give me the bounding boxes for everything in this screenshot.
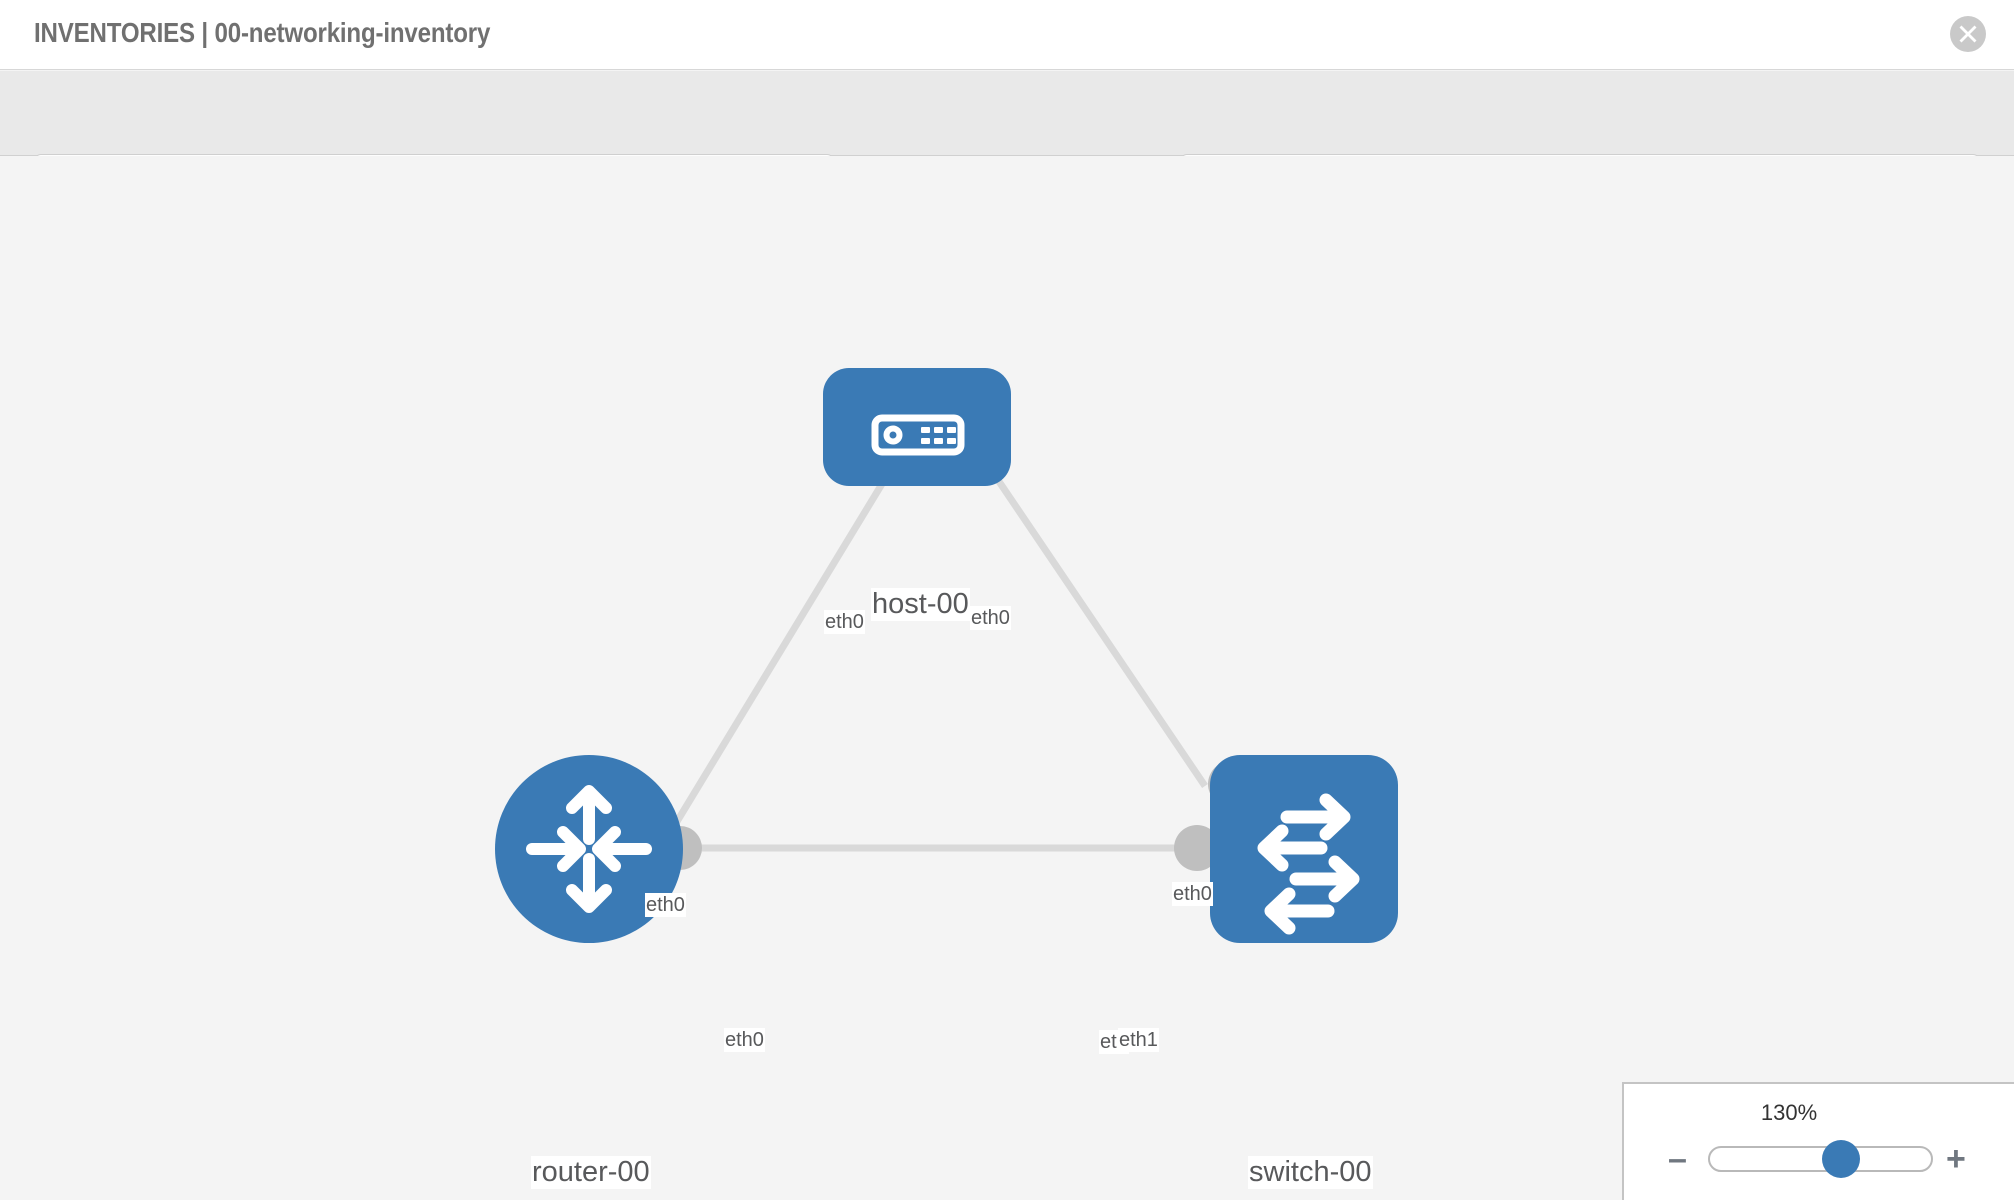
node-router-00 (495, 755, 683, 943)
connector-switch-left (1174, 825, 1220, 871)
node-label-host-00: host-00 (871, 588, 970, 621)
zoom-in-button[interactable]: + (1946, 1140, 1966, 1178)
close-icon[interactable] (1950, 16, 1986, 52)
router-arrows-icon (526, 785, 652, 913)
switch-arrows-icon (1257, 793, 1360, 935)
node-label-router-00: router-00 (531, 1156, 651, 1189)
node-switch-00 (1210, 755, 1398, 943)
zoom-slider-handle[interactable] (1822, 1140, 1861, 1178)
iface-label-router-eth0: eth0 (724, 1028, 765, 1052)
page-header: INVENTORIES | 00-networking-inventory (0, 0, 2014, 70)
zoom-out-button[interactable]: – (1668, 1140, 1687, 1178)
server-device-icon (871, 414, 965, 456)
iface-label-switch-uplink: eth0 (1172, 882, 1213, 906)
topology-canvas[interactable]: host-00 router-00 switch-00 eth0 eth0 et… (0, 156, 2014, 1200)
iface-label-host-left: eth0 (824, 610, 865, 634)
zoom-slider-track[interactable] (1708, 1146, 1933, 1172)
iface-label-router-uplink: eth0 (645, 893, 686, 917)
zoom-control-panel: 130% – + (1622, 1082, 2014, 1200)
node-host-00 (823, 368, 1011, 486)
iface-label-switch-eth1: eth1 (1118, 1028, 1159, 1052)
node-label-switch-00: switch-00 (1248, 1156, 1373, 1189)
topology-connectors (658, 434, 1254, 871)
toolbar: ACTIONS SEARCH (0, 71, 2014, 204)
topology-links (647, 444, 1208, 868)
zoom-level-value: 130% (1760, 1100, 1818, 1125)
page-title: INVENTORIES | 00-networking-inventory (34, 17, 491, 48)
iface-label-host-right: eth0 (970, 606, 1011, 630)
topology-graph (495, 368, 1398, 943)
link-host-router (647, 444, 908, 868)
link-host-switch (972, 444, 1208, 788)
